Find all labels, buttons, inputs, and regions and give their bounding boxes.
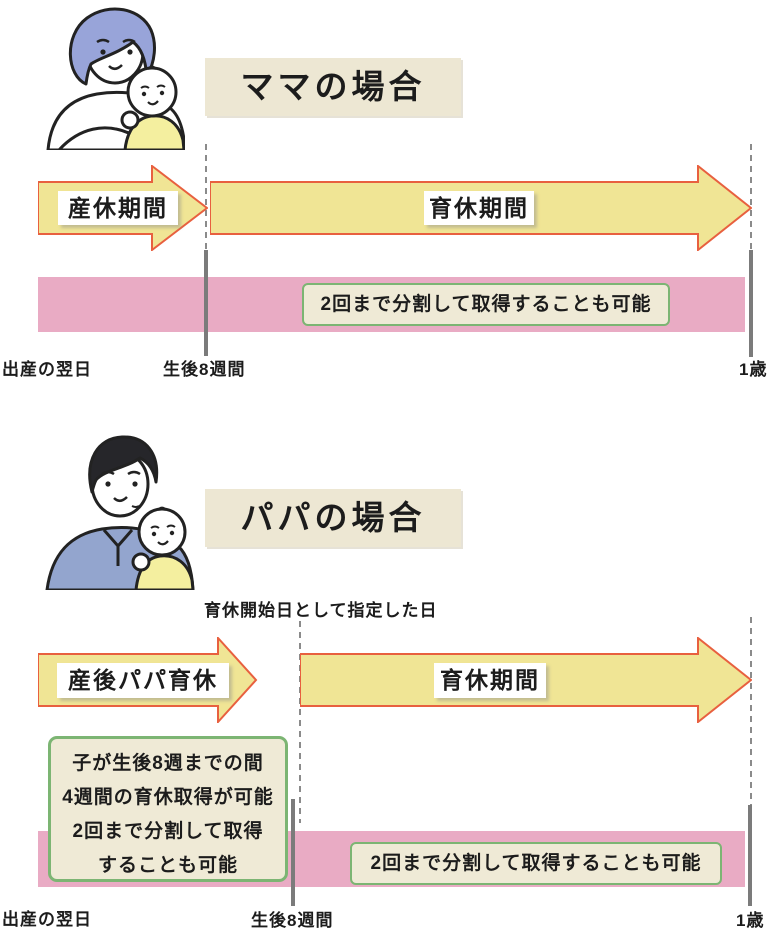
mama-age1-dashed-line	[750, 144, 752, 250]
mother-baby-drawing	[46, 7, 187, 152]
papa-section-title: パパの場合	[205, 489, 461, 547]
papa-childcare-leave-arrow-label: 育休期間	[434, 663, 546, 698]
mama-age1-marker-line	[749, 250, 753, 357]
father-baby-drawing	[45, 435, 195, 592]
papa-postnatal-rules-box: 子が生後8週までの間 4週間の育休取得が可能 2回まで分割して取得 することも可…	[48, 736, 288, 882]
mama-timeline-birth-label: 出産の翌日	[2, 360, 92, 379]
papa-postnatal-rule-line-4: することも可能	[97, 855, 238, 876]
mama-timeline-age1-label: 1歳	[739, 360, 768, 379]
papa-start-dashed-line	[299, 621, 301, 823]
papa-timeline-age1-label: 1歳	[736, 911, 765, 930]
papa-postnatal-rule-line-2: 4週間の育休取得が可能	[62, 787, 274, 808]
mama-week8-dashed-line	[205, 144, 207, 250]
papa-designated-day-label: 育休開始日として指定した日	[204, 601, 438, 620]
father-baby-illustration	[44, 430, 196, 592]
mama-week8-marker-line	[204, 250, 208, 356]
mama-childcare-leave-arrow-label: 育休期間	[424, 191, 534, 225]
papa-postnatal-rule-line-3: 2回まで分割して取得	[72, 821, 264, 842]
mama-section-title: ママの場合	[205, 58, 461, 116]
postnatal-papa-leave-arrow-label: 産後パパ育休	[57, 663, 229, 698]
papa-age1-dashed-line	[750, 617, 752, 805]
mama-timeline-week8-label: 生後8週間	[163, 360, 246, 379]
papa-age1-marker-line	[748, 805, 752, 906]
papa-postnatal-rule-line-1: 子が生後8週までの間	[72, 753, 264, 774]
maternity-leave-arrow-label: 産休期間	[58, 191, 178, 225]
papa-timeline-week8-label: 生後8週間	[251, 911, 334, 930]
papa-timeline-birth-label: 出産の翌日	[2, 910, 92, 929]
papa-week8-marker-line	[291, 799, 295, 906]
papa-split-note: 2回まで分割して取得することも可能	[350, 842, 722, 885]
mother-baby-illustration	[45, 2, 187, 152]
mama-split-note: 2回まで分割して取得することも可能	[302, 283, 670, 326]
